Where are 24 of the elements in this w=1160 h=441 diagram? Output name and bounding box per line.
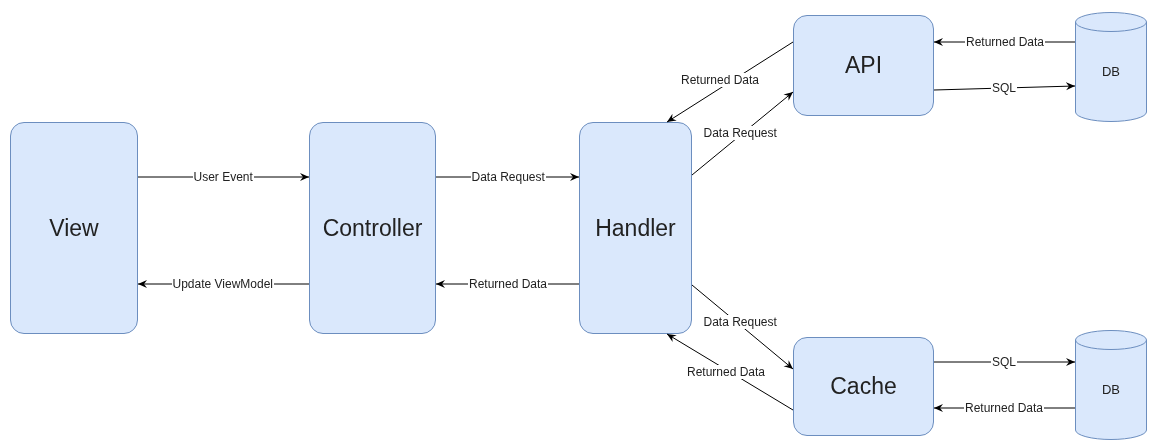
node-label: View <box>49 214 99 242</box>
edge-label: SQL <box>991 81 1017 95</box>
edge-label: Returned Data <box>680 73 761 87</box>
edge-label: Returned Data <box>965 35 1046 49</box>
node-label: Controller <box>322 214 423 242</box>
process-box <box>10 122 138 334</box>
edge-label: Returned Data <box>964 401 1045 415</box>
process-box <box>793 337 934 436</box>
process-box <box>309 122 436 334</box>
edge-label: SQL <box>991 355 1017 369</box>
process-box <box>579 122 692 334</box>
node-label: DB <box>1101 381 1121 398</box>
edge-label: Returned Data <box>686 365 767 379</box>
edge-label: Update ViewModel <box>171 277 274 291</box>
edge-label: Data Request <box>702 315 778 329</box>
node-label: Cache <box>830 373 897 400</box>
node-label: DB <box>1101 63 1121 80</box>
edge-label: User Event <box>192 170 254 184</box>
node-label: Handler <box>595 214 676 242</box>
edge-label: Data Request <box>702 126 778 140</box>
edge-label: Data Request <box>470 170 546 184</box>
edge-label: Returned Data <box>468 277 549 291</box>
node-label: API <box>844 52 883 79</box>
process-box <box>793 15 934 116</box>
